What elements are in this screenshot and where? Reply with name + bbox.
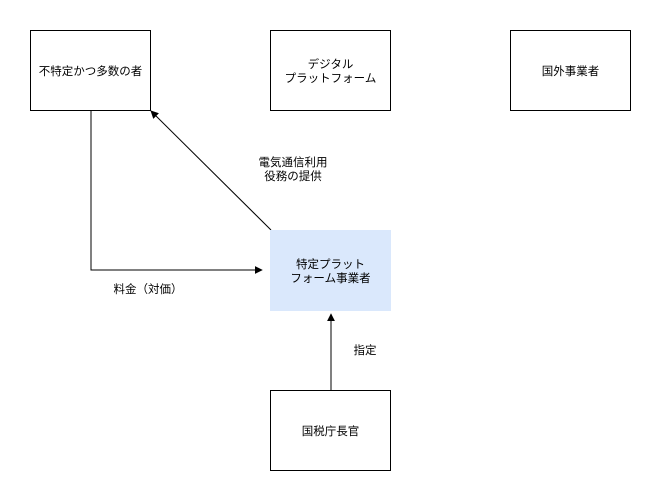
node-digital-platform-label: デジタル プラットフォーム (284, 56, 377, 85)
edge-label-designation: 指定 (353, 343, 377, 357)
edge-label-telecom-service: 電気通信利用 役務の提供 (258, 155, 328, 183)
edge-label-fee: 料金（対価） (113, 282, 183, 296)
node-specified-platform-label: 特定プラット フォーム事業者 (290, 256, 371, 285)
node-unspecified-public-label: 不特定かつ多数の者 (38, 63, 143, 78)
node-digital-platform[interactable]: デジタル プラットフォーム (270, 30, 391, 111)
node-specified-platform[interactable]: 特定プラット フォーム事業者 (270, 230, 391, 311)
node-foreign-business-label: 国外事業者 (541, 63, 600, 78)
node-foreign-business[interactable]: 国外事業者 (510, 30, 631, 111)
fee-arrow[interactable] (90, 110, 263, 274)
node-nta-commissioner-label: 国税庁長官 (301, 423, 360, 438)
node-unspecified-public[interactable]: 不特定かつ多数の者 (30, 30, 151, 111)
node-nta-commissioner[interactable]: 国税庁長官 (270, 390, 391, 471)
